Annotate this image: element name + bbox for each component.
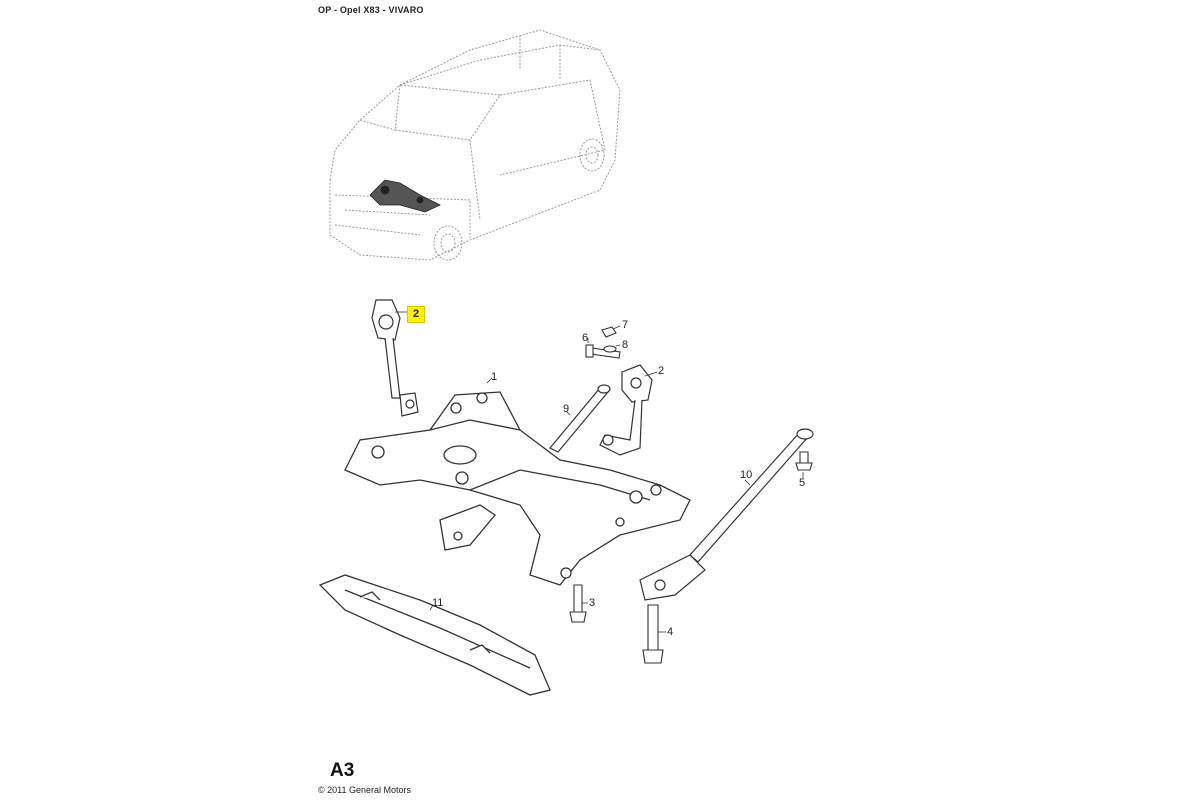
tie-rod-10 (639, 428, 814, 601)
van-overview-illustration (329, 29, 621, 261)
callout-3: 3 (589, 597, 596, 609)
bolt-5 (795, 451, 813, 471)
van-engine-bay-detail (369, 179, 441, 213)
engine-mount-left (371, 299, 419, 417)
bolt-nut-washer-set (585, 326, 621, 359)
callout-8: 8 (622, 339, 629, 351)
callout-1: 1 (491, 371, 498, 383)
bolt-4 (642, 604, 664, 664)
callout-10: 10 (740, 469, 753, 481)
callout-5: 5 (799, 477, 806, 489)
engine-mount-right (599, 364, 653, 456)
callout-9: 9 (563, 403, 570, 415)
callout-4: 4 (667, 626, 674, 638)
under-shield-11 (318, 574, 551, 696)
copyright-notice: © 2011 General Motors (318, 785, 412, 795)
callout-leaders (395, 311, 804, 633)
section-code: A3 (330, 760, 355, 781)
tie-rod-9 (549, 384, 611, 453)
callout-6: 6 (582, 332, 589, 344)
bolt-3 (569, 584, 587, 623)
callout-2: 2 (658, 365, 665, 377)
callout-2-highlighted: 2 (407, 306, 426, 323)
callout-11: 11 (432, 597, 444, 609)
front-subframe (344, 391, 691, 586)
callout-7: 7 (622, 319, 629, 331)
diagram-header-title: OP - Opel X83 - VIVARO (318, 5, 424, 15)
